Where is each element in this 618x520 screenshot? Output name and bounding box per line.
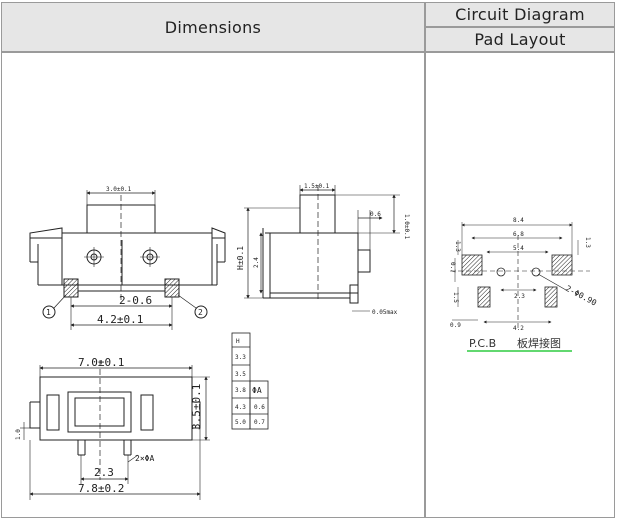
table-row-h: 3.8 bbox=[235, 387, 246, 394]
side-top-dim: 1.5±0.1 bbox=[304, 183, 330, 190]
bottom-width-dim: 7.0±0.1 bbox=[78, 356, 124, 369]
pcb-dim-low: 1.5 bbox=[452, 292, 459, 303]
bottom-total-dim: 7.8±0.2 bbox=[78, 482, 124, 495]
pcb-caption-cn: 板焊接图 bbox=[517, 336, 561, 350]
pcb-dim-hole: 2-Φ0.90 bbox=[564, 284, 598, 308]
pcb-dim-left: 1.3 bbox=[454, 241, 461, 252]
pcb-dim-bottom: 4.2 bbox=[513, 325, 524, 332]
pad-layout-header: Pad Layout bbox=[425, 27, 615, 52]
top-view-drawing bbox=[29, 190, 226, 330]
pcb-pad-layout bbox=[450, 222, 590, 330]
pcb-dim-inner: 5.4 bbox=[513, 245, 524, 252]
pcb-dim-bl: 0.9 bbox=[450, 322, 461, 329]
pin-2-label: 2 bbox=[198, 308, 203, 317]
side-right-top-dim: 1.0±0.1 bbox=[403, 214, 410, 240]
bottom-left-dim: 1.0 bbox=[15, 429, 22, 440]
peg-diameter-dim: 2×ΦA bbox=[135, 454, 154, 463]
pcb-dim-center: 2.3 bbox=[514, 293, 525, 300]
spec-table bbox=[231, 332, 269, 430]
pad-layout-panel bbox=[425, 52, 615, 518]
side-height-dim: H±0.1 bbox=[236, 246, 245, 270]
top-width-dim: 3.0±0.1 bbox=[106, 186, 132, 193]
table-col-a: ΦA bbox=[252, 386, 262, 395]
pin-pitch-dim: 2-0.6 bbox=[119, 294, 152, 307]
peg-pitch-dim: 2.3 bbox=[94, 466, 114, 479]
table-row-h: 4.3 bbox=[235, 404, 246, 411]
bottom-view-drawing bbox=[20, 360, 210, 500]
bottom-height-dim: 3.5±0.1 bbox=[190, 384, 203, 430]
side-inner-dim: 2.4 bbox=[253, 257, 260, 268]
circuit-diagram-header: Circuit Diagram bbox=[425, 2, 615, 27]
table-col-h: H bbox=[236, 338, 240, 345]
table-row-h: 5.0 bbox=[235, 419, 246, 426]
pin-1-label: 1 bbox=[46, 308, 51, 317]
pin-span-dim: 4.2±0.1 bbox=[97, 313, 143, 326]
table-row-h: 3.5 bbox=[235, 371, 246, 378]
side-view-drawing bbox=[244, 185, 400, 312]
pcb-caption-latin: P.C.B bbox=[469, 337, 496, 350]
side-right-dim: 0.6 bbox=[370, 211, 381, 218]
table-row-h: 3.3 bbox=[235, 354, 246, 361]
table-row-a: 0.6 bbox=[254, 404, 265, 411]
side-foot-dim: 0.05max bbox=[372, 309, 398, 316]
pcb-dim-top: 8.4 bbox=[513, 217, 524, 224]
pcb-dim-mid: 6.8 bbox=[513, 231, 524, 238]
pcb-dim-side: 0.7 bbox=[449, 262, 456, 273]
dimensions-header: Dimensions bbox=[1, 2, 425, 52]
table-row-a: 0.7 bbox=[254, 419, 265, 426]
pcb-dim-right: 1.3 bbox=[584, 237, 591, 248]
